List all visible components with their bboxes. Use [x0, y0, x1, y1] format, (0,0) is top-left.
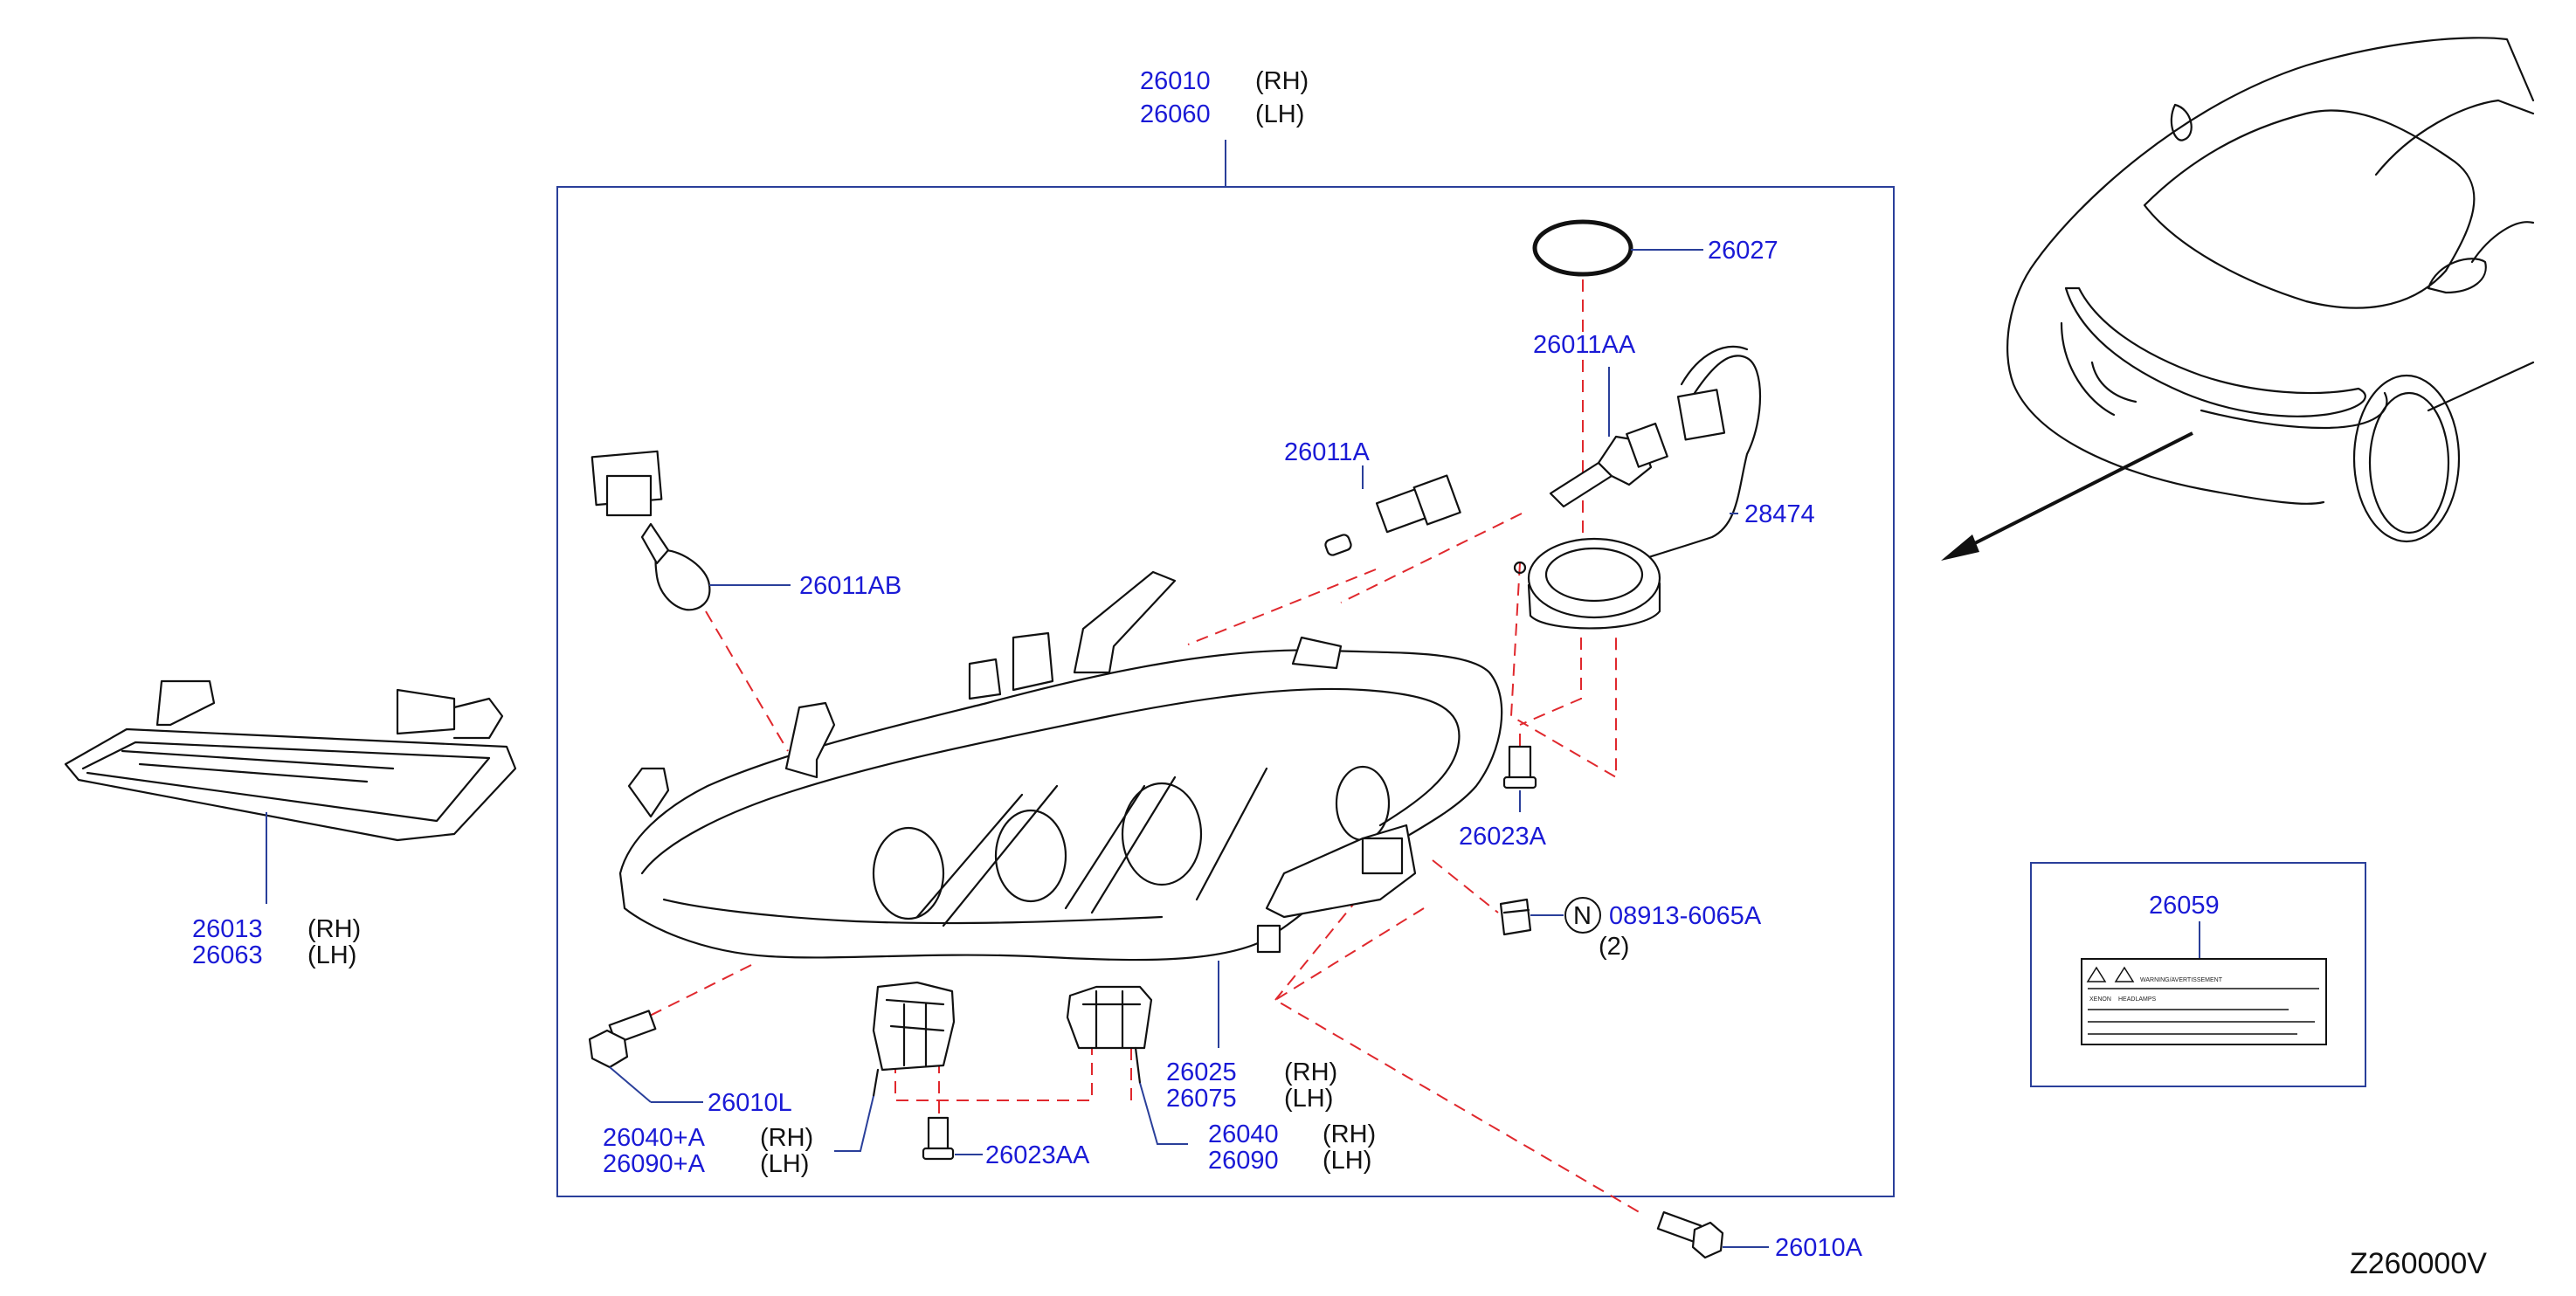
callout-26025-side: (RH): [1284, 1058, 1337, 1086]
callout-26011aa: 26011AA: [1533, 331, 1636, 359]
callout-26075: 26075: [1166, 1085, 1237, 1113]
o-ring: [1532, 219, 1633, 277]
bolt-26010l: [588, 1010, 657, 1069]
bracket-26040: [1066, 985, 1153, 1085]
callout-26040-side: (RH): [1323, 1120, 1376, 1148]
screw-26023a: [1502, 745, 1537, 789]
clip: [1499, 898, 1532, 936]
callout-26090: 26090: [1208, 1147, 1279, 1175]
callout-26010-side: (RH): [1255, 67, 1309, 95]
callout-26063-side: (LH): [307, 941, 356, 969]
callout-26011ab: 26011AB: [799, 572, 901, 600]
callout-26011a: 26011A: [1284, 438, 1370, 466]
callout-26010l: 26010L: [708, 1089, 792, 1117]
callout-26013: 26013: [192, 915, 263, 943]
location-arrow: [1941, 431, 2193, 561]
label-frame: [2030, 862, 2366, 1087]
callout-26025: 26025: [1166, 1058, 1237, 1086]
label-card-headlamps: HEADLAMPS: [2118, 996, 2157, 1003]
callout-26010a: 26010A: [1775, 1234, 1863, 1262]
callout-26040a-side: (RH): [760, 1124, 813, 1152]
ballast-harness: [1513, 345, 1762, 630]
side-marker-lamp: [64, 679, 517, 842]
xenon-bulb: [1549, 422, 1668, 508]
bracket-26040a: [872, 981, 956, 1098]
callout-26059: 26059: [2149, 892, 2220, 920]
callout-26023aa: 26023AA: [985, 1141, 1090, 1169]
callout-26013-side: (RH): [307, 915, 361, 943]
clip-badge-letter: N: [1573, 902, 1592, 930]
caution-label-card: WARNING/AVERTISSEMENT XENON HEADLAMPS: [2081, 958, 2327, 1045]
assembly-guide-lines: [646, 279, 1643, 1215]
headlamp-housing: [618, 570, 1503, 962]
callout-26027: 26027: [1708, 237, 1778, 265]
callout-26063: 26063: [192, 941, 263, 969]
small-bulb: [1324, 474, 1461, 556]
callout-26060: 26060: [1140, 100, 1211, 128]
callout-28474: 28474: [1744, 500, 1815, 528]
callout-08913-6065a: 08913-6065A: [1609, 902, 1762, 930]
callout-26075-side: (LH): [1284, 1085, 1333, 1113]
screw-26023aa: [922, 1116, 955, 1161]
wedge-bulb: [590, 450, 711, 611]
diagram-id: Z260000V: [2350, 1247, 2487, 1280]
label-card-warning: WARNING/AVERTISSEMENT: [2140, 977, 2223, 983]
bolt-26010a: [1656, 1210, 1724, 1259]
callout-26010: 26010: [1140, 67, 1211, 95]
vehicle-locator-sketch: [2006, 37, 2535, 543]
callout-26040a: 26040+A: [603, 1124, 706, 1152]
callout-26040: 26040: [1208, 1120, 1279, 1148]
label-card-xenon: XENON: [2089, 996, 2111, 1003]
callout-26023a: 26023A: [1459, 823, 1547, 851]
callout-26090-side: (LH): [1323, 1147, 1371, 1175]
clip-badge: [1564, 897, 1601, 934]
callout-26090a: 26090+A: [603, 1150, 706, 1178]
callout-26090a-side: (LH): [760, 1150, 809, 1178]
callout-clip-qty: (2): [1599, 933, 1629, 961]
callout-26060-side: (LH): [1255, 100, 1304, 128]
